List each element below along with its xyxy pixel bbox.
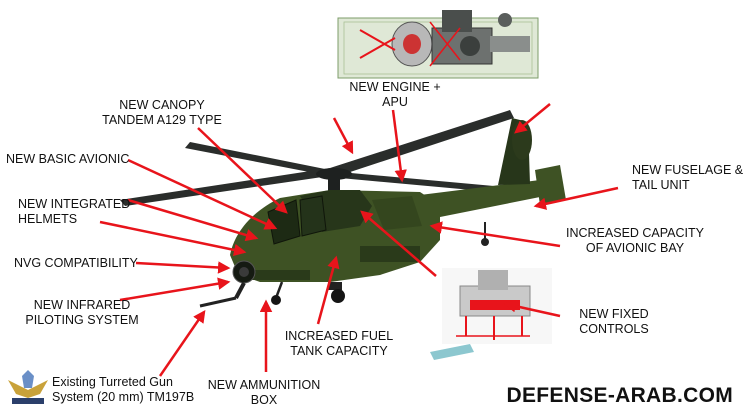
label-gun: Existing Turreted Gun System (20 mm) TM1… (52, 375, 194, 405)
label-avionic-bay: INCREASED CAPACITY OF AVIONIC BAY (560, 226, 710, 256)
label-canopy: NEW CANOPY TANDEM A129 TYPE (92, 98, 232, 128)
label-engine: NEW ENGINE + APU (345, 80, 445, 110)
fixed-controls-inset (430, 268, 552, 360)
label-avionic: NEW BASIC AVIONIC (6, 152, 129, 167)
arrow-gun (160, 312, 204, 376)
label-fuselage: NEW FUSELAGE & TAIL UNIT (632, 163, 743, 193)
label-fixed-controls: NEW FIXED CONTROLS (568, 307, 660, 337)
arrow-engine (393, 110, 402, 180)
arrow-rotor-hub (334, 118, 352, 152)
arrow-avbay (432, 226, 560, 246)
arrow-tail (516, 104, 550, 132)
label-infrared: NEW INFRARED PILOTING SYSTEM (20, 298, 144, 328)
label-helmets: NEW INTEGRATED HELMETS (18, 197, 130, 227)
watermark: DEFENSE-ARAB.COM (507, 384, 733, 408)
engine-cutaway-inset (338, 10, 538, 78)
label-nvg: NVG COMPATIBILITY (14, 256, 138, 271)
label-fuel: INCREASED FUEL TANK CAPACITY (276, 329, 402, 359)
forum-logo-icon (6, 368, 50, 408)
arrow-nvg (136, 263, 228, 268)
label-ammo: NEW AMMUNITION BOX (204, 378, 324, 408)
arrow-avionic (128, 160, 275, 228)
